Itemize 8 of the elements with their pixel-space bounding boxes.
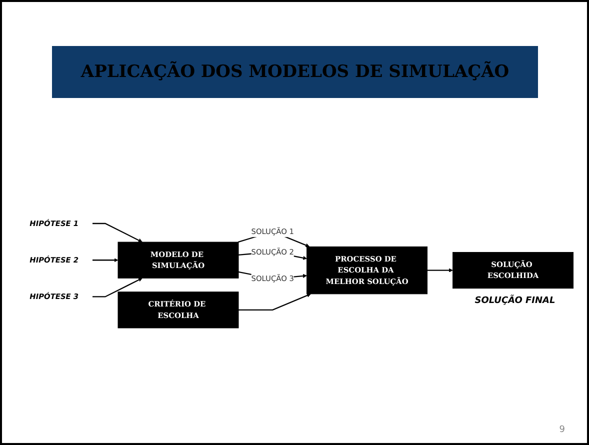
arrow (427, 268, 453, 272)
page-number: 9 (559, 425, 565, 435)
arrow (92, 258, 118, 262)
title-banner: APLICAÇÃO DOS MODELOS DE SIMULAÇÃO (52, 46, 538, 98)
arrow (92, 278, 142, 298)
arrow (238, 294, 311, 311)
node-caption: SOLUÇÃO FINAL (474, 296, 556, 306)
arrow (92, 222, 142, 242)
